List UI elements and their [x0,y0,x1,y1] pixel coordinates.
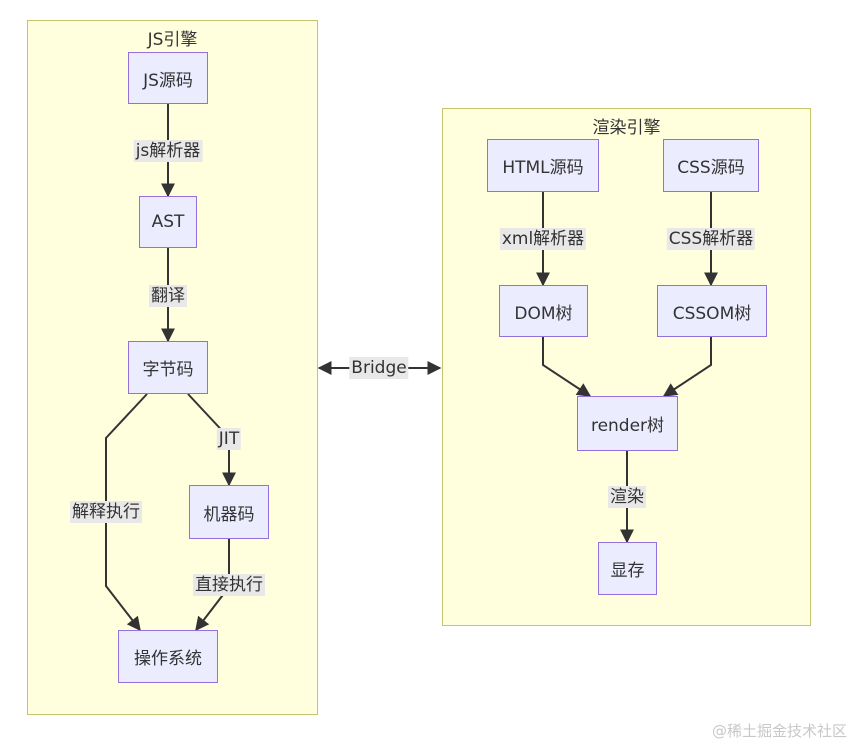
node-html-source[interactable]: HTML源码 [487,139,599,192]
node-os[interactable]: 操作系统 [118,630,218,683]
render-engine-title: 渲染引擎 [592,118,661,138]
edge-label-jit: JIT [216,428,242,450]
node-bytecode[interactable]: 字节码 [128,341,208,394]
watermark: @稀土掘金技术社区 [711,722,847,740]
edge-label-translate: 翻译 [149,285,187,307]
edge-label-render: 渲染 [608,486,646,508]
edge-label-xml-parser: xml解析器 [499,228,587,250]
edge-label-interpret: 解释执行 [70,501,142,523]
edge-cssom-render [662,337,712,397]
node-cssom-tree[interactable]: CSSOM树 [657,285,767,337]
node-machine-code[interactable]: 机器码 [189,485,269,539]
node-js-source[interactable]: JS源码 [128,52,208,104]
edge-label-direct-exec: 直接执行 [193,574,265,596]
js-engine-title: JS引擎 [147,30,198,50]
edge-label-bridge: Bridge [349,357,409,379]
edge-label-js-parser: js解析器 [133,140,203,162]
edge-label-css-parser: CSS解析器 [666,228,756,250]
node-ast[interactable]: AST [139,196,197,248]
node-dom-tree[interactable]: DOM树 [499,285,588,337]
node-render-tree[interactable]: render树 [577,396,678,451]
node-display-memory[interactable]: 显存 [598,542,657,595]
node-css-source[interactable]: CSS源码 [663,139,759,192]
edge-dom-render [542,337,592,397]
